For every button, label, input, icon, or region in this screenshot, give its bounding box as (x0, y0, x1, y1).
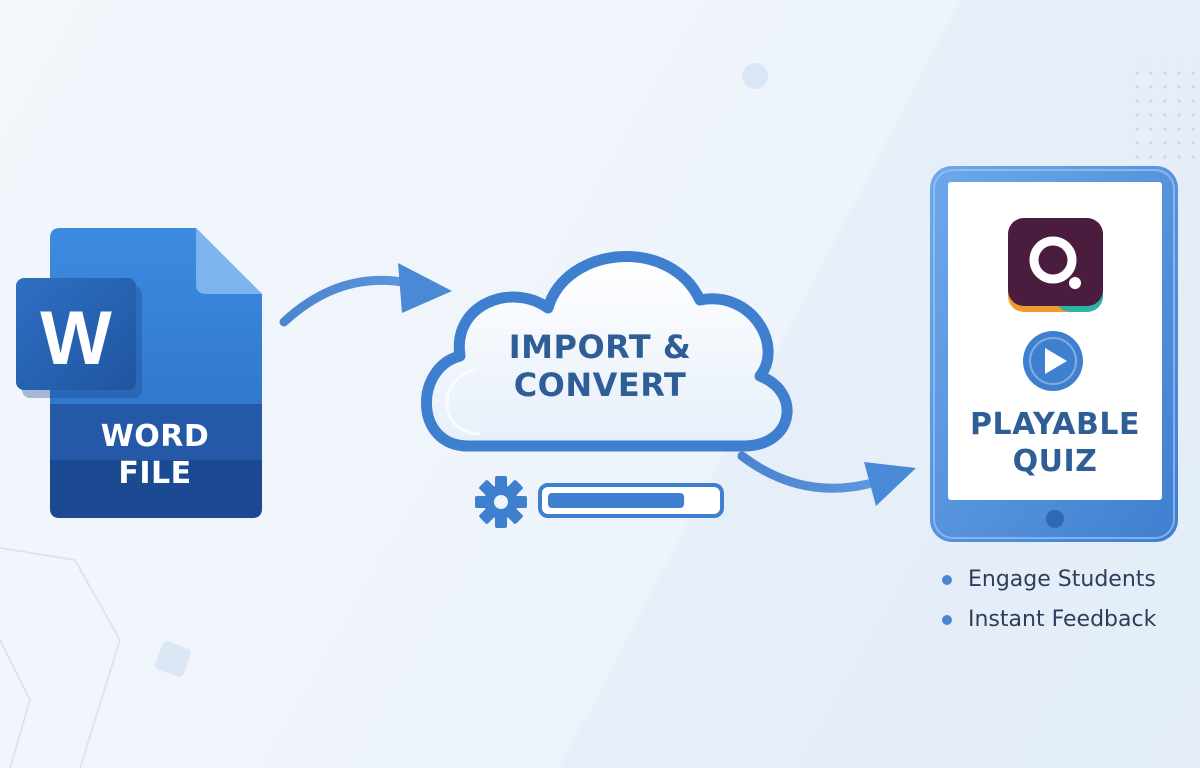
import-convert-label: IMPORT & CONVERT (440, 328, 760, 404)
quizizz-logo-icon (1008, 218, 1103, 312)
playable-quiz-label-line: QUIZ (1012, 444, 1098, 479)
list-item: Engage Students (940, 562, 1156, 602)
word-file-label: WORD FILE (48, 418, 262, 492)
bullet-icon (942, 575, 952, 585)
import-convert-label-line: CONVERT (513, 366, 687, 404)
benefits-list: Engage Students Instant Feedback (940, 562, 1156, 642)
progress-bar-fill (548, 493, 685, 508)
benefit-text: Engage Students (968, 567, 1156, 592)
play-icon (1023, 331, 1083, 391)
import-convert-label-line: IMPORT & (508, 328, 692, 366)
arrow-icon (737, 451, 916, 506)
arrow-icon (279, 263, 452, 327)
benefit-text: Instant Feedback (968, 607, 1157, 632)
gear-icon (475, 476, 527, 528)
progress-bar (538, 483, 724, 518)
cloud-icon (421, 251, 793, 452)
word-icon-letter: W (40, 296, 112, 381)
word-file-label-line: FILE (118, 456, 192, 491)
bullet-icon (942, 615, 952, 625)
playable-quiz-label-line: PLAYABLE (970, 407, 1140, 442)
word-file-label-line: WORD (100, 419, 210, 454)
word-icon: W (16, 228, 262, 518)
list-item: Instant Feedback (940, 602, 1156, 642)
playable-quiz-label: PLAYABLE QUIZ (948, 406, 1162, 480)
